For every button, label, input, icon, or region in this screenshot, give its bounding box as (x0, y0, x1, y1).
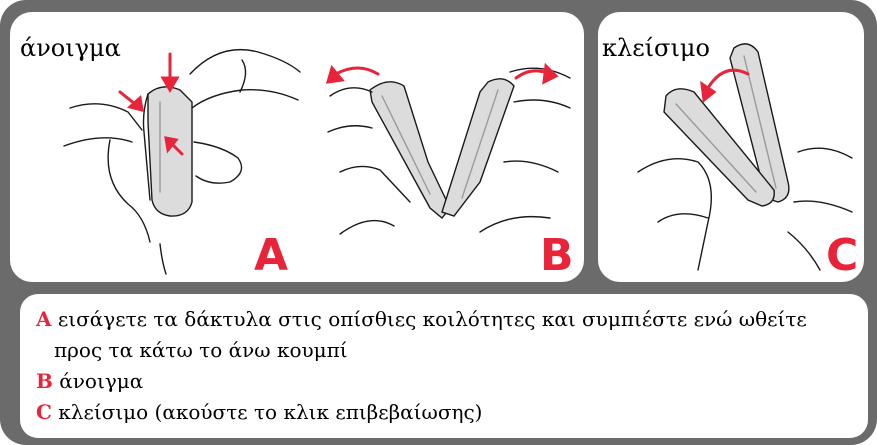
opening-illustration (10, 12, 584, 282)
instructions-box: A εισάγετε τα δάκτυλα στις οπίσθιες κοιλ… (20, 294, 868, 438)
illustration-c (638, 44, 852, 270)
illustration-b (328, 66, 570, 234)
label-b: B (540, 234, 574, 278)
instruction-key: B (36, 369, 53, 393)
panel-closing: κλείσιμο C (598, 12, 864, 282)
instruction-c: C κλείσιμο (ακούστε το κλικ επιβεβαίωσης… (36, 397, 852, 428)
label-a: A (254, 234, 288, 278)
instruction-text: κλείσιμο (ακούστε το κλικ επιβεβαίωσης) (58, 400, 482, 424)
instruction-b: B άνοιγμα (36, 366, 852, 397)
closing-illustration (598, 12, 864, 282)
instruction-text: άνοιγμα (59, 369, 143, 393)
instruction-a: A εισάγετε τα δάκτυλα στις οπίσθιες κοιλ… (36, 304, 852, 335)
instruction-text: προς τα κάτω το άνω κουμπί (54, 338, 348, 362)
instruction-a-continued: προς τα κάτω το άνω κουμπί (36, 335, 852, 366)
instruction-text: εισάγετε τα δάκτυλα στις οπίσθιες κοιλότ… (58, 307, 807, 331)
panel-opening: άνοιγμα (10, 12, 584, 282)
label-c: C (826, 234, 858, 278)
instruction-key: A (36, 307, 52, 331)
instruction-key: C (36, 400, 52, 424)
